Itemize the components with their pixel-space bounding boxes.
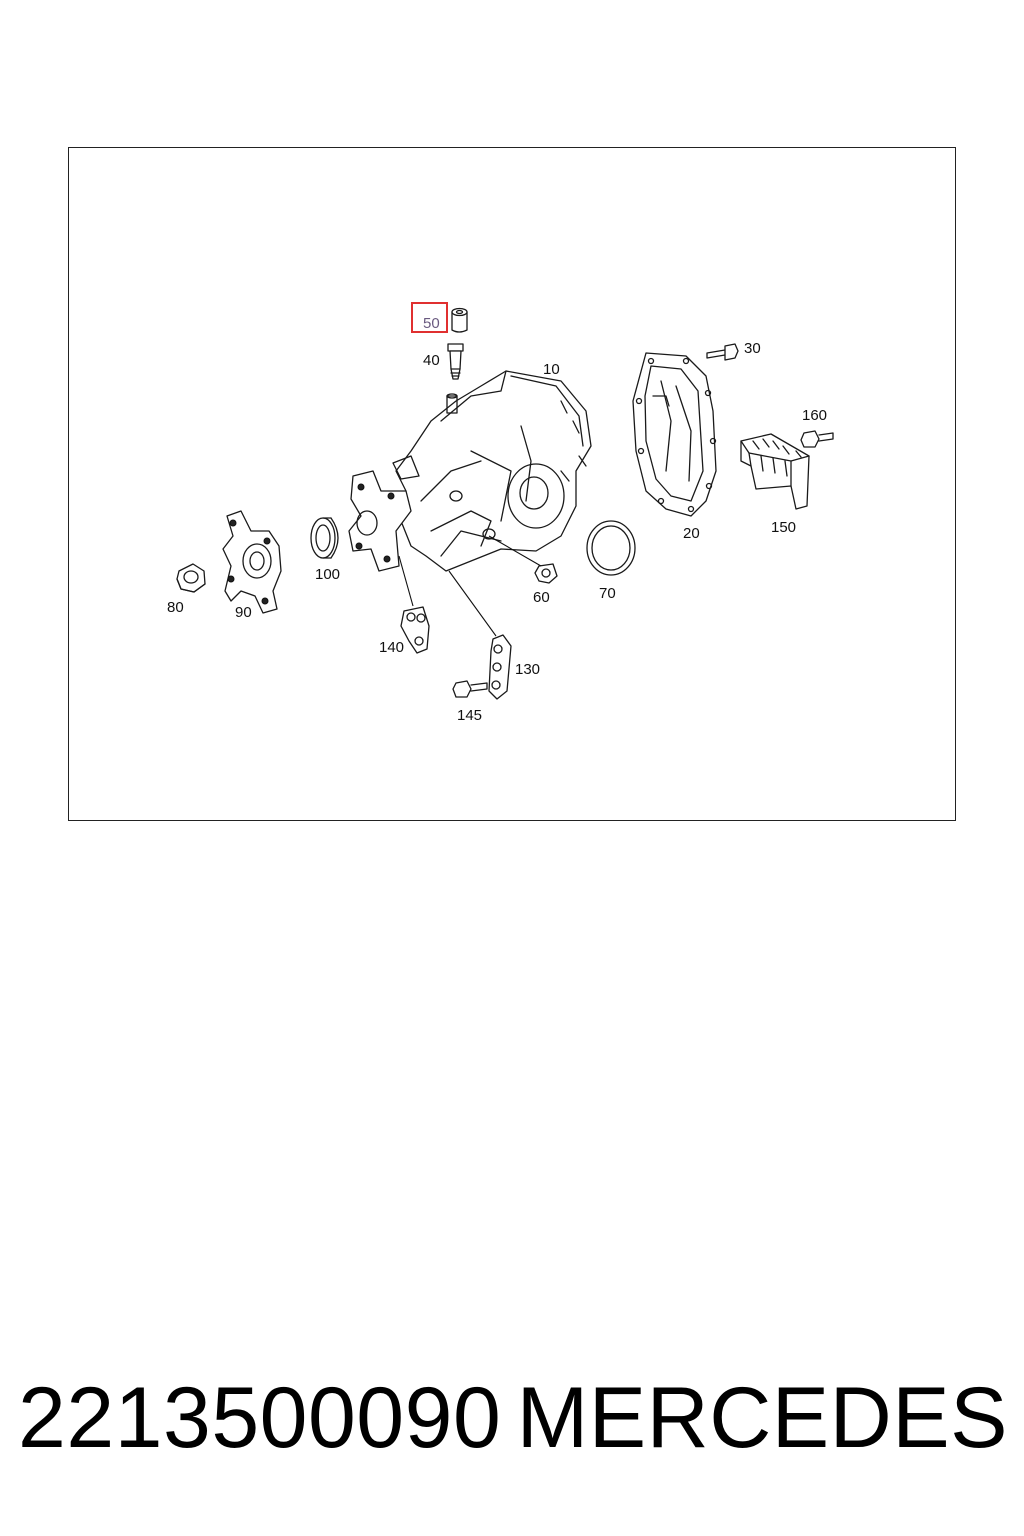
support-bracket-part[interactable]	[400, 606, 430, 654]
shield-bolt-part[interactable]	[800, 430, 834, 448]
differential-housing-part[interactable]	[392, 370, 592, 572]
shaft-seal-part[interactable]	[310, 517, 339, 559]
callout-145: 145	[457, 707, 482, 724]
footer-caption: 2213500090 MERCEDES	[18, 1368, 1008, 1468]
differential-cover-part[interactable]	[632, 352, 717, 517]
mounting-bracket-part[interactable]	[488, 634, 512, 700]
callout-130: 130	[515, 661, 540, 678]
callout-40: 40	[423, 352, 440, 369]
housing-output-flange	[348, 470, 412, 572]
callout-150: 150	[771, 519, 796, 536]
callout-70: 70	[599, 585, 616, 602]
part-number: 2213500090	[18, 1369, 502, 1466]
callout-10: 10	[543, 361, 560, 378]
gasket-ring-part[interactable]	[586, 520, 636, 576]
breather-bush-part[interactable]	[534, 563, 558, 584]
heat-shield-part[interactable]	[740, 433, 810, 510]
callout-80: 80	[167, 599, 184, 616]
callout-90: 90	[235, 604, 252, 621]
callout-160: 160	[802, 407, 827, 424]
cover-bolt-part[interactable]	[706, 343, 739, 361]
differential-exploded-diagram: 10 20 30 40 50 60 70 80 90 100 130 140 1…	[167, 302, 834, 724]
callout-60: 60	[533, 589, 550, 606]
leader-lines	[398, 535, 542, 637]
drive-flange-part[interactable]	[222, 510, 282, 614]
callout-20: 20	[683, 525, 700, 542]
sleeve-part-50[interactable]	[451, 307, 468, 333]
callout-30: 30	[744, 340, 761, 357]
brand-name: MERCEDES	[516, 1369, 1008, 1466]
flange-nut-part[interactable]	[176, 563, 206, 593]
bracket-bolt-part[interactable]	[452, 680, 488, 698]
filler-plug-part[interactable]	[447, 343, 464, 380]
highlight-box	[411, 302, 448, 333]
callout-50[interactable]: 50	[423, 315, 440, 332]
parts-diagram-frame: 10 20 30 40 50 60 70 80 90 100 130 140 1…	[68, 147, 956, 821]
callout-100: 100	[315, 566, 340, 583]
callout-140: 140	[379, 639, 404, 656]
